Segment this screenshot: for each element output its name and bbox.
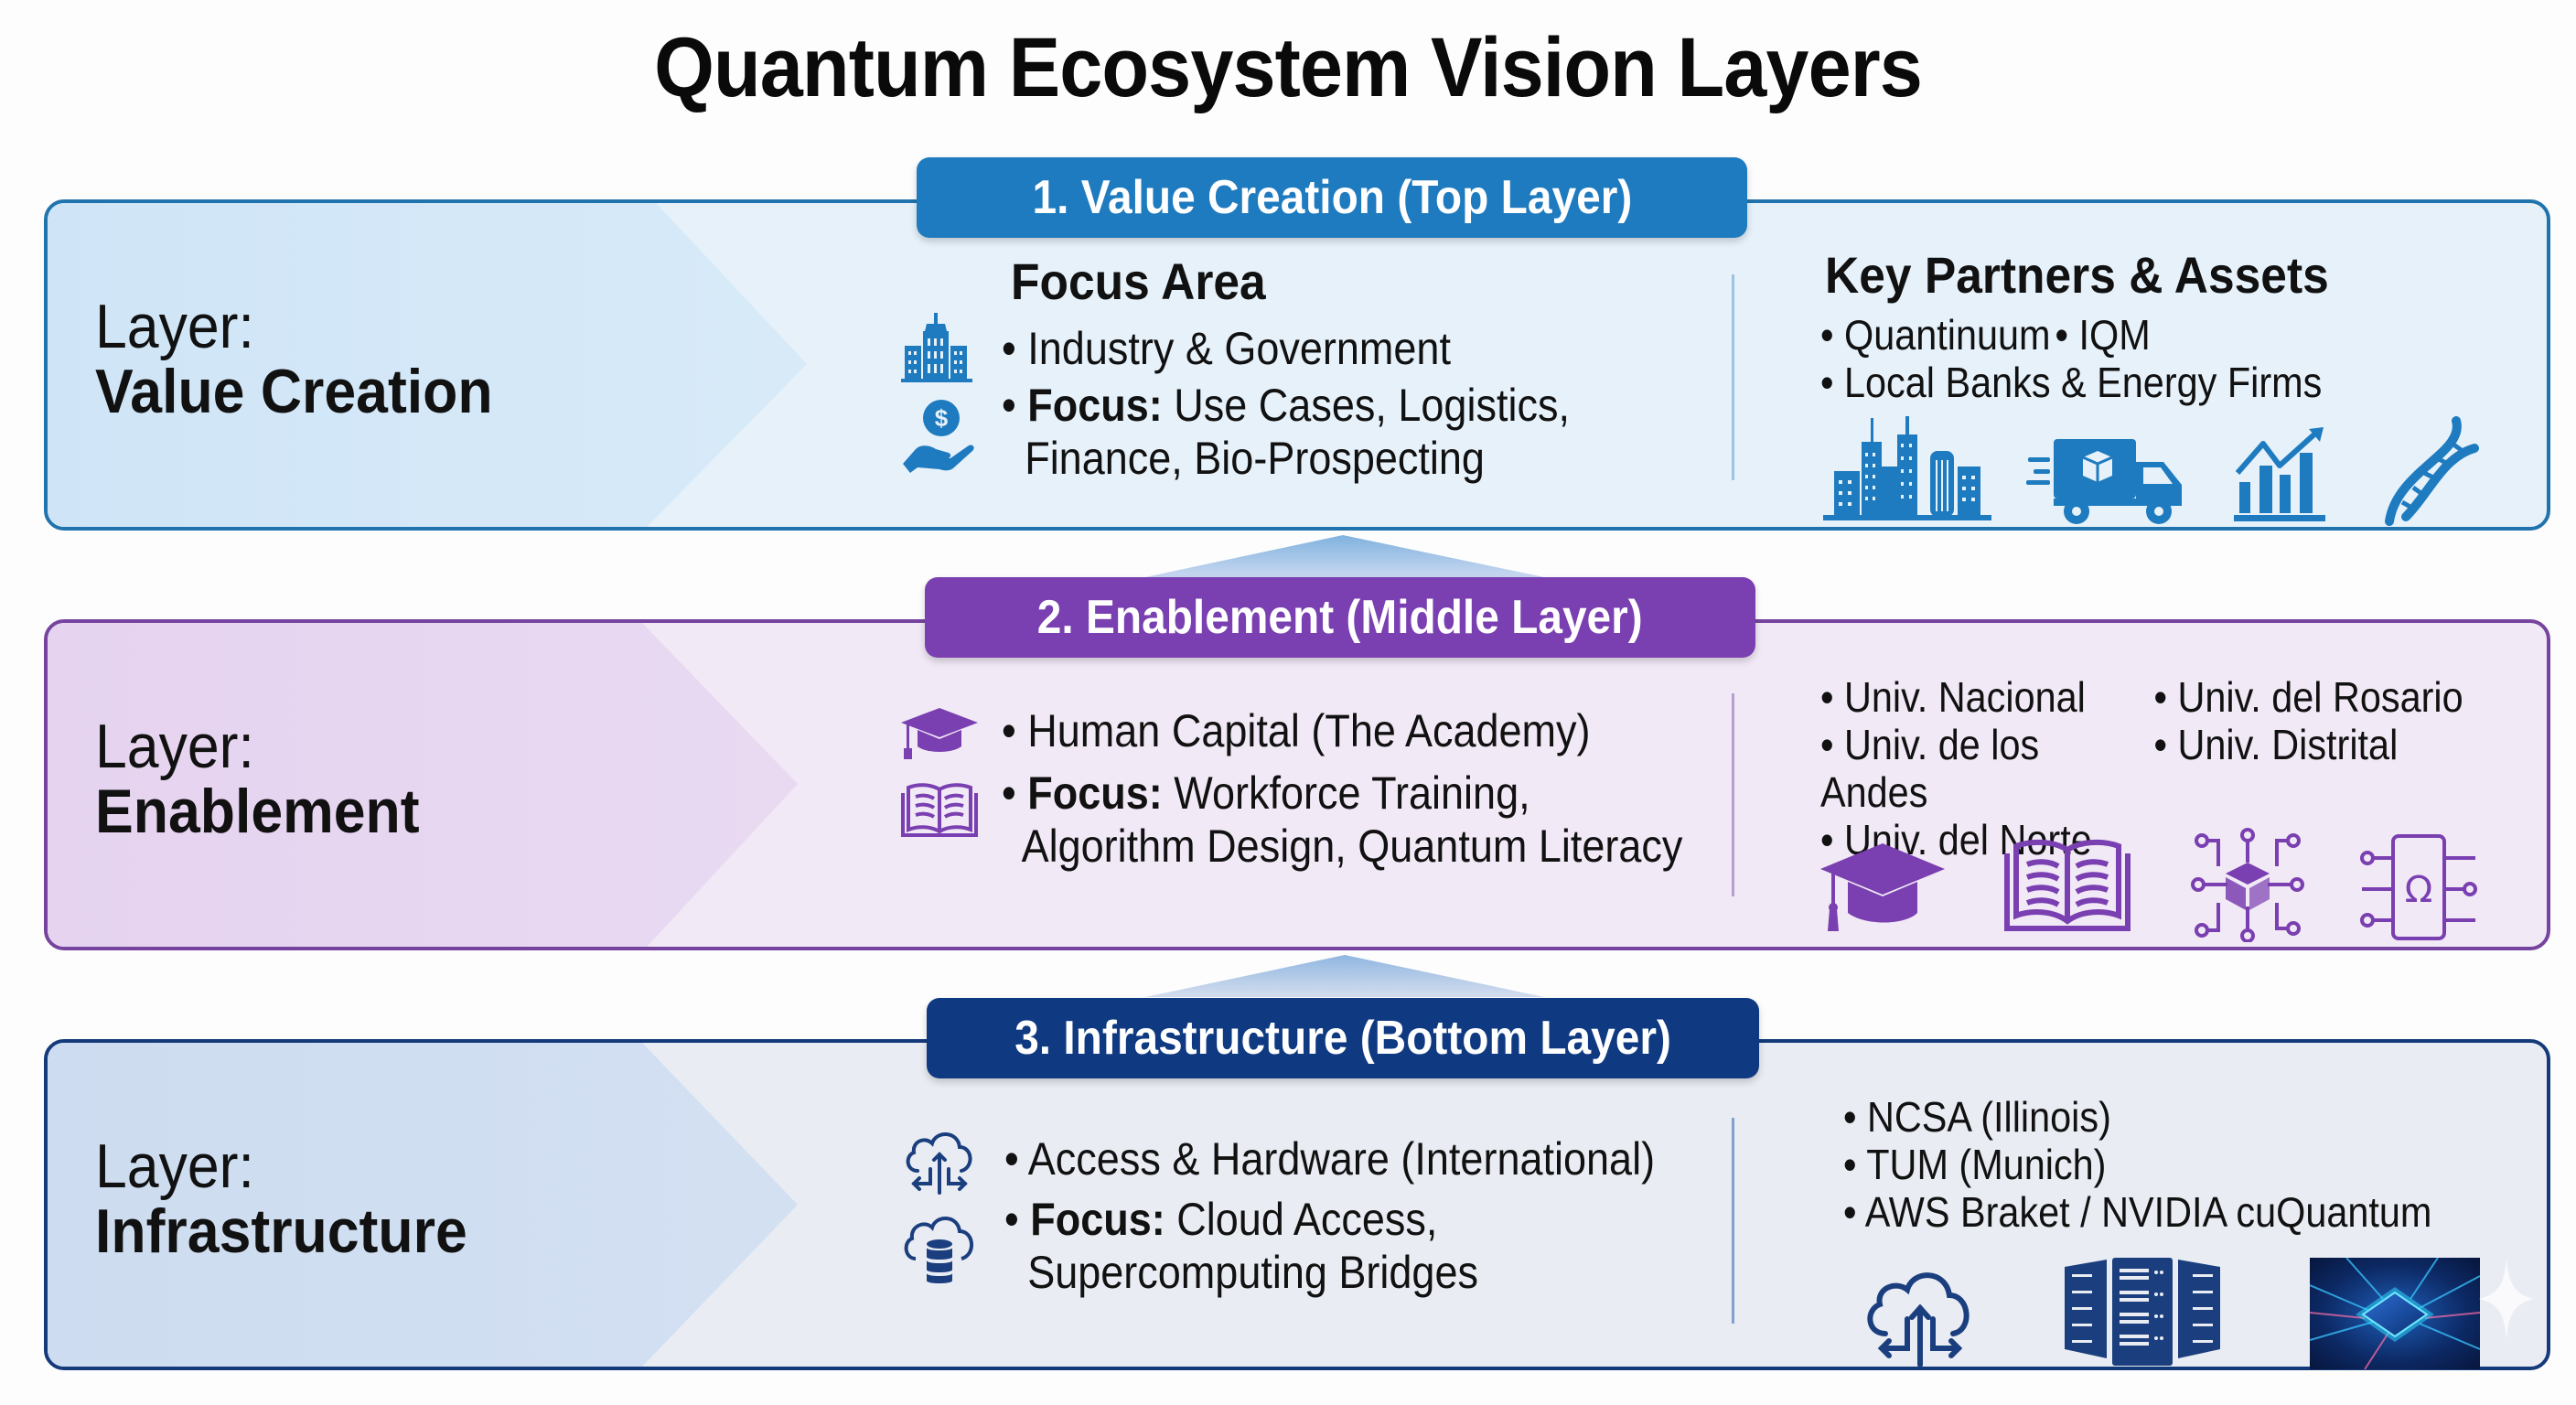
partner-item: Univ. Distrital bbox=[2154, 721, 2399, 816]
focus-label: Focus: bbox=[1027, 380, 1163, 431]
focus-item-text: Workforce Training, bbox=[1162, 767, 1530, 819]
partner-item: NCSA (Illinois) bbox=[1843, 1093, 2111, 1141]
key-partners-heading: Key Partners & Assets bbox=[1825, 246, 2329, 304]
building-icon bbox=[901, 313, 972, 382]
focus-item-text: Industry & Government bbox=[1027, 323, 1451, 374]
svg-text:$: $ bbox=[935, 404, 949, 432]
focus-item-continued: Finance, Bio-Prospecting bbox=[1025, 433, 1485, 484]
cloud-transfer-icon bbox=[906, 1132, 972, 1195]
page-title: Quantum Ecosystem Vision Layers bbox=[654, 21, 1923, 114]
open-book-icon bbox=[901, 783, 978, 837]
focus-list: Access & Hardware (International) Focus:… bbox=[1004, 1132, 1655, 1299]
partners-list: Quantinuum IQM Local Banks & Energy Firm… bbox=[1820, 311, 2322, 406]
quantum-chip-image bbox=[2310, 1258, 2480, 1369]
partner-item: AWS Braket / NVIDIA cuQuantum bbox=[1843, 1188, 2432, 1236]
layer-chevron bbox=[48, 623, 798, 947]
focus-item-text: Cloud Access, bbox=[1165, 1194, 1438, 1245]
partners-row: NCSA (Illinois) bbox=[1843, 1093, 2431, 1141]
dna-icon bbox=[2385, 416, 2479, 526]
column-divider bbox=[1732, 693, 1734, 896]
layer-label-prefix: Layer: bbox=[95, 712, 254, 781]
layer-badge-enablement: 2. Enablement (Middle Layer) bbox=[925, 577, 1755, 658]
growth-chart-icon bbox=[2234, 427, 2325, 521]
omega-gate-icon: Ω bbox=[2360, 834, 2477, 940]
focus-item-text: Human Capital (The Academy) bbox=[1027, 705, 1591, 756]
sparkle-watermark-icon bbox=[2479, 1258, 2534, 1340]
focus-item-continued: Algorithm Design, Quantum Literacy bbox=[1021, 820, 1683, 872]
partner-item: Univ. del Rosario bbox=[2154, 673, 2463, 721]
focus-area-heading: Focus Area bbox=[1011, 252, 1266, 310]
city-skyline-icon bbox=[1823, 416, 1991, 520]
focus-item-continued: Supercomputing Bridges bbox=[1027, 1247, 1478, 1298]
badge-text: 2. Enablement (Middle Layer) bbox=[1037, 591, 1643, 644]
badge-text: 1. Value Creation (Top Layer) bbox=[1032, 171, 1632, 224]
focus-item-text: Use Cases, Logistics, bbox=[1162, 380, 1570, 431]
focus-label: Focus: bbox=[1030, 1194, 1165, 1245]
layer-badge-infrastructure: 3. Infrastructure (Bottom Layer) bbox=[927, 998, 1759, 1078]
layer-label-prefix: Layer: bbox=[95, 292, 254, 361]
layer-chevron bbox=[48, 203, 807, 527]
partner-item: IQM bbox=[2055, 311, 2151, 359]
partner-item: Univ. de los Andes bbox=[1820, 721, 2154, 816]
partners-row: AWS Braket / NVIDIA cuQuantum bbox=[1843, 1188, 2432, 1236]
layer-label: Layer: Value Creation bbox=[95, 292, 493, 427]
hand-coin-icon: $ bbox=[903, 400, 974, 473]
badge-text: 3. Infrastructure (Bottom Layer) bbox=[1014, 1012, 1671, 1065]
partner-item: Local Banks & Energy Firms bbox=[1820, 359, 2322, 406]
layer-badge-value-creation: 1. Value Creation (Top Layer) bbox=[917, 157, 1747, 238]
layer-label-name: Value Creation bbox=[95, 357, 493, 427]
focus-item: Focus: Cloud Access, bbox=[1004, 1193, 1655, 1246]
partners-row: TUM (Munich) bbox=[1843, 1141, 2431, 1188]
focus-item: Focus: Workforce Training, bbox=[1002, 767, 1682, 820]
partner-item: Quantinuum bbox=[1820, 311, 2055, 359]
focus-list: Human Capital (The Academy) Focus: Workf… bbox=[1002, 704, 1683, 873]
layer-label-name: Infrastructure bbox=[95, 1196, 467, 1267]
layer-label: Layer: Enablement bbox=[95, 712, 420, 847]
layer-label: Layer: Infrastructure bbox=[95, 1132, 467, 1267]
focus-item: Access & Hardware (International) bbox=[1004, 1132, 1655, 1185]
layer-label-prefix: Layer: bbox=[95, 1132, 254, 1201]
layer-connector-arrow bbox=[1145, 535, 1544, 577]
focus-label: Focus: bbox=[1027, 767, 1163, 819]
delivery-truck-icon bbox=[2026, 439, 2182, 524]
svg-text:Ω: Ω bbox=[2405, 869, 2433, 911]
quantum-circuit-cube-icon bbox=[2191, 828, 2304, 942]
partners-row: Univ. de los Andes Univ. Distrital bbox=[1820, 721, 2463, 816]
open-book-icon bbox=[2004, 839, 2131, 931]
partners-row: Local Banks & Energy Firms bbox=[1820, 359, 2322, 406]
layer-chevron bbox=[48, 1043, 798, 1367]
partners-list: NCSA (Illinois) TUM (Munich) AWS Braket … bbox=[1843, 1093, 2432, 1236]
graduation-cap-icon bbox=[901, 708, 978, 759]
partner-item: TUM (Munich) bbox=[1843, 1141, 2106, 1188]
cloud-transfer-icon bbox=[1867, 1272, 1970, 1367]
partner-item: Univ. Nacional bbox=[1820, 673, 2154, 721]
partners-row: Quantinuum IQM bbox=[1820, 311, 2322, 359]
server-rack-icon bbox=[2065, 1258, 2220, 1366]
focus-item: Focus: Use Cases, Logistics, bbox=[1002, 379, 1570, 432]
layer-connector-arrow bbox=[1145, 955, 1544, 997]
column-divider bbox=[1732, 274, 1734, 480]
focus-list: Industry & Government Focus: Use Cases, … bbox=[1002, 322, 1570, 485]
focus-item: Industry & Government bbox=[1002, 322, 1570, 375]
column-divider bbox=[1732, 1118, 1734, 1324]
graduation-cap-icon bbox=[1820, 843, 1945, 931]
partners-row: Univ. Nacional Univ. del Rosario bbox=[1820, 673, 2463, 721]
focus-item: Human Capital (The Academy) bbox=[1002, 704, 1682, 757]
focus-item-text: Access & Hardware (International) bbox=[1027, 1133, 1656, 1185]
cloud-database-icon bbox=[904, 1217, 973, 1283]
layer-label-name: Enablement bbox=[95, 777, 420, 847]
